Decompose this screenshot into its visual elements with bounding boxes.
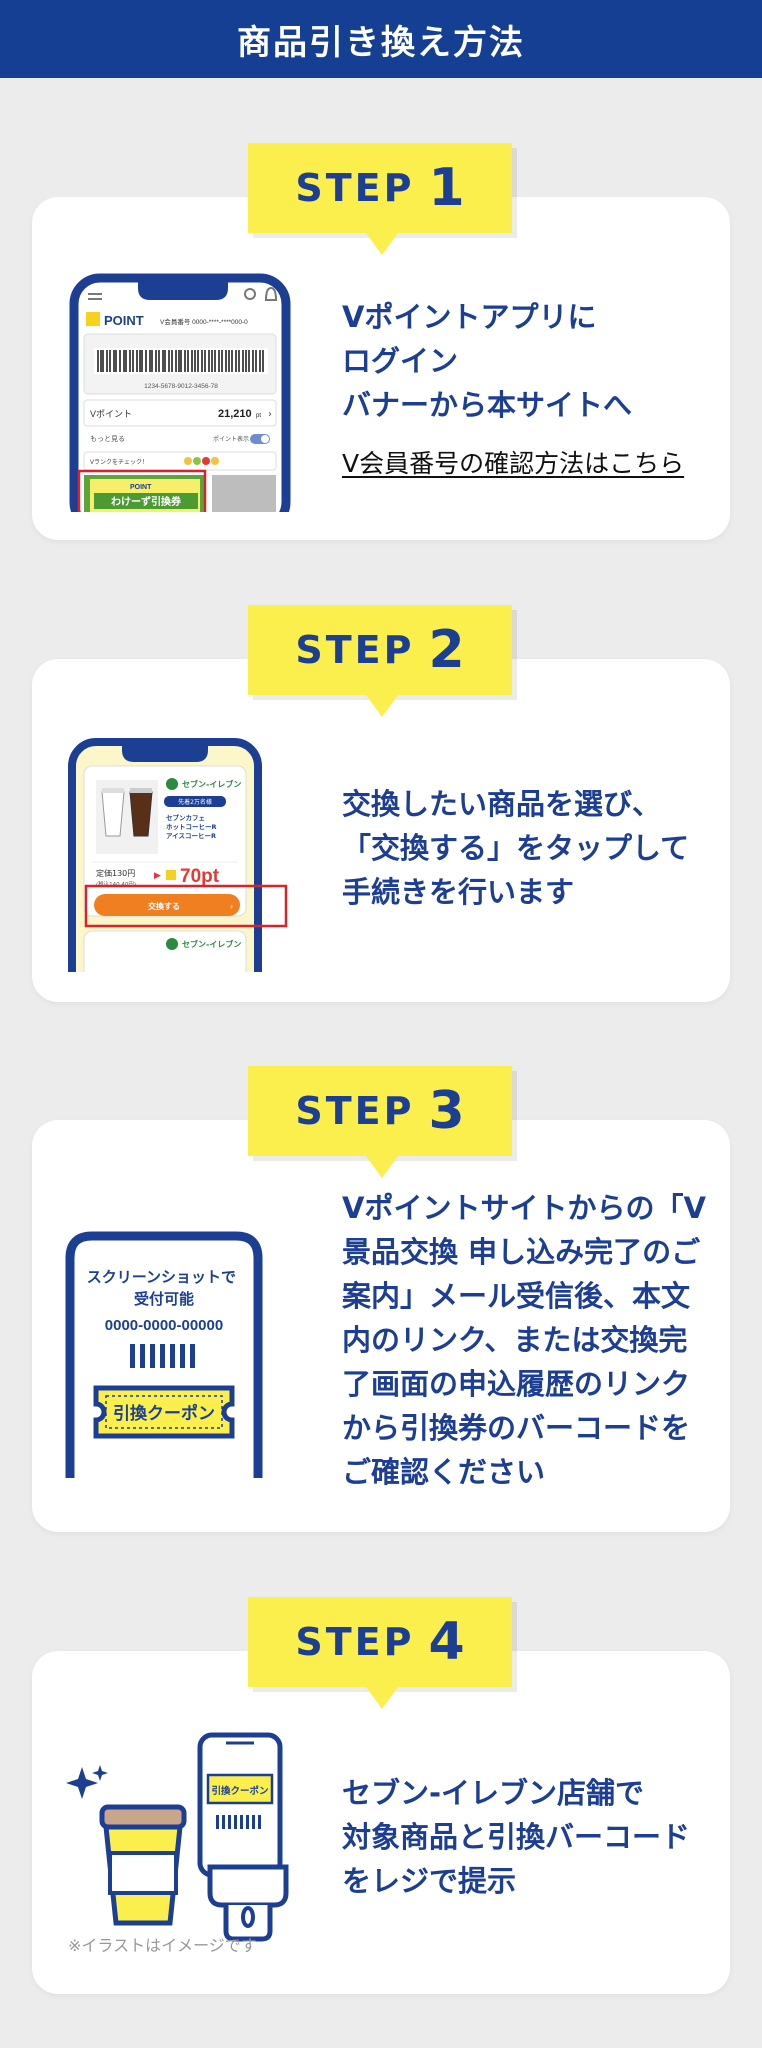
banner-text: わけーず引換券: [111, 495, 182, 508]
coupon-ticket: [93, 1385, 235, 1439]
step-2-phone-illustration: セブン-イレブン 先着2万名様 セブンカフェ ホットコーヒーR アイスコーヒーR…: [68, 738, 288, 972]
seven-eleven-logo-icon: [166, 778, 178, 790]
balance-unit: pt: [256, 413, 261, 419]
page-title: 商品引き換え方法: [237, 22, 525, 63]
step-1-tag: STEP 1: [248, 143, 512, 255]
step-4-card: セブン-イレブン店舗で 対象商品と引換バーコード をレジで提示 引換クーポン: [32, 1651, 730, 1994]
menu-icon: [88, 293, 102, 300]
seven-eleven-logo-icon: [166, 938, 178, 950]
app-brand: POINT: [104, 313, 144, 328]
chevron-right-icon: ›: [230, 902, 233, 911]
product-line-1: セブンカフェ: [166, 813, 205, 822]
arrow-icon: ▶: [154, 871, 161, 881]
coupon-code: 0000-0000-00000: [105, 1317, 223, 1334]
balance-value: 21,210: [218, 408, 252, 420]
step-4-tag: STEP 4: [248, 1597, 512, 1709]
screenshot-notice-line-1: スクリーンショットで: [87, 1268, 236, 1286]
coffee-cup-icon: [99, 1804, 187, 1926]
banner-highlight-box: [77, 469, 207, 512]
step-1-label: STEP: [295, 166, 415, 210]
step-1-text: Vポイントアプリに ログイン バナーから本サイトへ: [342, 300, 633, 422]
step-3-tag: STEP 3: [248, 1066, 512, 1178]
member-number: V会員番号 0000-****-****000-0: [160, 317, 248, 326]
bell-icon: [264, 286, 278, 301]
member-number-help-link[interactable]: V会員番号の確認方法はこちら: [342, 449, 685, 478]
store-name-2: セブン-イレブン: [182, 939, 241, 949]
step-4-number: 4: [428, 1612, 465, 1672]
points-toggle-label: ポイント表示: [213, 435, 249, 443]
step-3-label: STEP: [295, 1089, 415, 1133]
step-2-card: 交換したい商品を選び、 「交換する」をタップして 手続きを行います セブン-イレ…: [32, 659, 730, 1002]
required-points: 70pt: [180, 866, 220, 887]
refresh-icon: [244, 288, 256, 300]
step-4-label: STEP: [295, 1620, 415, 1664]
button-highlight-box: [84, 884, 288, 928]
product-line-2: ホットコーヒーR: [166, 823, 217, 831]
illustration-note: ※イラストはイメージです: [68, 1936, 257, 1955]
balance-label: Vポイント: [90, 409, 132, 419]
sparkle-icon: [66, 1767, 98, 1799]
store-name: セブン-イレブン: [182, 779, 241, 789]
page-header: 商品引き換え方法: [0, 0, 762, 78]
screenshot-notice: スクリーンショットで 受付可能: [87, 1268, 242, 1308]
barcode-number: 1234-5678-9012-3456-78: [144, 383, 218, 390]
step-1-number: 1: [428, 158, 465, 218]
coupon-label: 引換クーポン: [113, 1403, 215, 1424]
step-3-number: 3: [428, 1081, 465, 1141]
barcode: [94, 348, 268, 374]
step-3-text: Vポイントサイトからの「V 景品交換 申し込み完了のご 案内」メール受信後、本文…: [342, 1191, 706, 1489]
step-2-tag: STEP 2: [248, 605, 512, 717]
barcode-scanner-icon: [207, 1864, 289, 1942]
step-2-text: 交換したい商品を選び、 「交換する」をタップして 手続きを行います: [342, 787, 690, 909]
step-3-card: Vポイントサイトからの「V 景品交換 申し込み完了のご 案内」メール受信後、本文…: [32, 1120, 730, 1532]
coffee-cup-icon: [101, 788, 153, 837]
product-name: セブンカフェ ホットコーヒーR アイスコーヒーR: [166, 813, 219, 840]
first-come-badge: 先着2万名様: [178, 798, 212, 806]
barcode-icon: [130, 1344, 195, 1368]
point-logo-icon: [166, 870, 176, 880]
step-4-text: セブン-イレブン店舗で 対象商品と引換バーコード をレジで提示: [342, 1776, 691, 1898]
rank-badges: [184, 457, 219, 465]
chevron-right-icon: ›: [268, 409, 272, 420]
price-label: 定価130円: [96, 868, 135, 878]
exchange-button-label: 交換する: [148, 901, 180, 911]
smartphone-icon: [197, 1732, 283, 1878]
rank-label: Vランクをチェック！: [90, 459, 148, 466]
product-line-3: アイスコーヒーR: [166, 832, 216, 840]
more-label: もっと見る: [90, 435, 125, 443]
exchange-button[interactable]: [94, 894, 240, 916]
step-1-phone-illustration: POINT V会員番号 0000-****-****000-0 1234-567…: [69, 273, 291, 512]
point-logo-icon: [86, 312, 100, 326]
coupon-label: 引換クーポン: [211, 1785, 268, 1797]
screenshot-notice-line-2: 受付可能: [134, 1290, 194, 1308]
price-sub: (税込140.40円): [96, 880, 136, 888]
step-4-illustration: 引換クーポン: [66, 1732, 289, 1942]
banner-brand: POINT: [130, 484, 152, 491]
step-2-number: 2: [428, 620, 465, 680]
step-2-label: STEP: [295, 628, 415, 672]
step-3-phone-illustration: スクリーンショットで 受付可能 0000-0000-00000 引換クーポン: [65, 1231, 263, 1478]
